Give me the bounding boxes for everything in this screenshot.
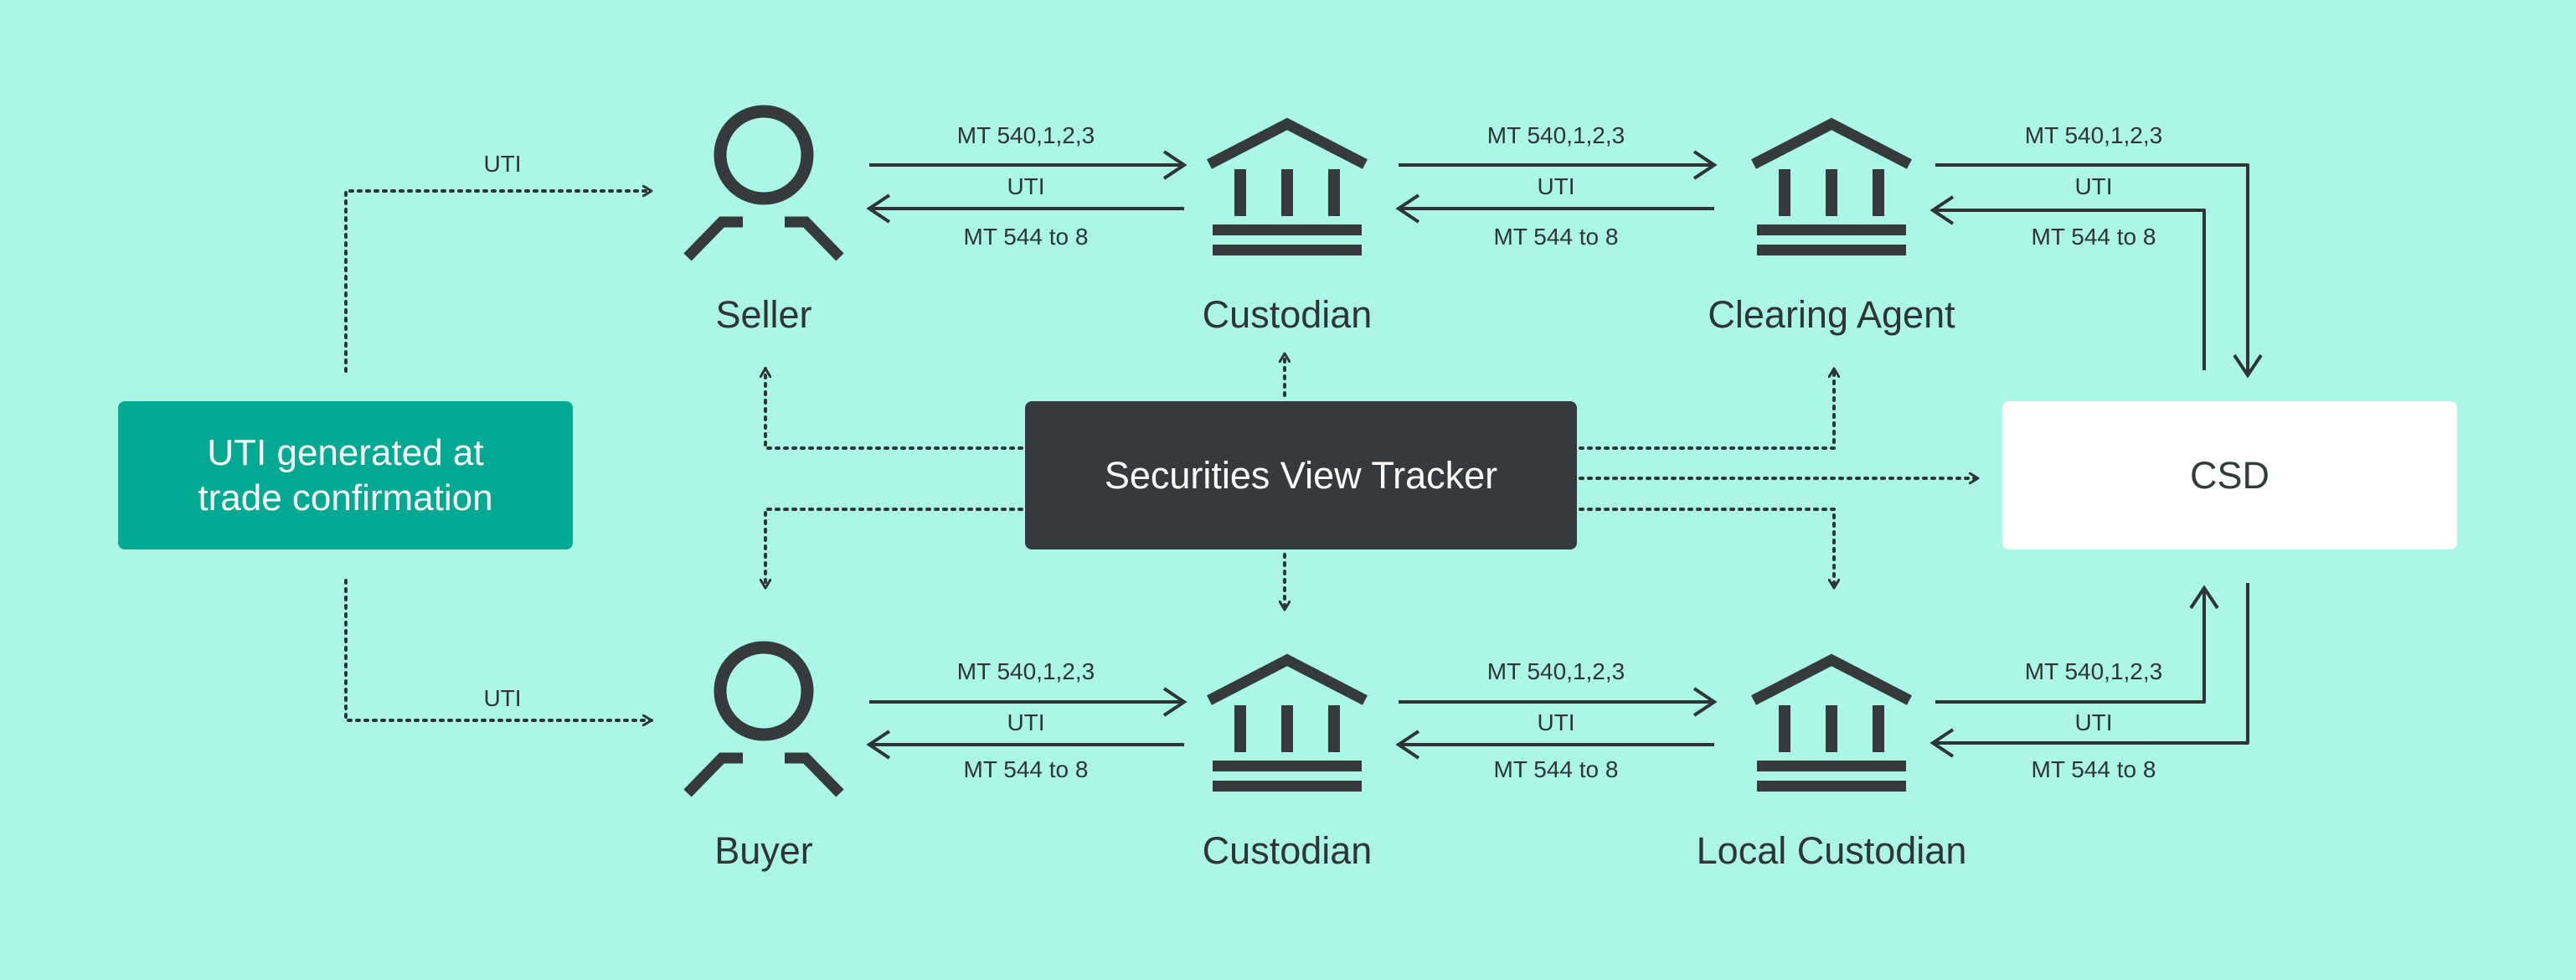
local-csd-instruction-label: MT 540,1,2,3 xyxy=(2024,658,2163,684)
uti-box-line-1: UTI generated at xyxy=(207,431,484,473)
custodian-top-label: Custodian xyxy=(1202,293,1373,336)
tracker-to-local-custodian-connector xyxy=(1579,508,1834,590)
uti-buyer-feed-label: UTI xyxy=(483,685,522,711)
local-custodian-label: Local Custodian xyxy=(1696,829,1967,872)
local-custodian-to-csd-arrow xyxy=(1935,585,2219,704)
buyer-custodian-confirmation-label: MT 544 to 8 xyxy=(963,756,1089,782)
custodian-clearing-instruction-label: MT 540,1,2,3 xyxy=(1486,122,1625,148)
uti-seller-feed-label: UTI xyxy=(483,151,522,177)
seller-custodian-confirmation-label: MT 544 to 8 xyxy=(963,224,1089,250)
clearing-csd-confirmation-label: MT 544 to 8 xyxy=(2031,224,2156,250)
local-csd-confirmation-label: MT 544 to 8 xyxy=(2031,756,2156,782)
bank-icon xyxy=(1207,653,1368,792)
seller-custodian-instruction-label: MT 540,1,2,3 xyxy=(956,122,1095,148)
custodian-bottom-label: Custodian xyxy=(1202,829,1373,872)
bank-icon xyxy=(1751,117,1912,255)
tracker-to-seller-connector xyxy=(765,367,1023,450)
tracker-to-clearing-agent-connector xyxy=(1579,367,1834,450)
buyer-label: Buyer xyxy=(714,829,813,872)
tracker-to-buyer-connector xyxy=(765,508,1023,590)
person-icon xyxy=(683,641,844,797)
custodian-local-uti-label: UTI xyxy=(1537,709,1575,735)
clearing-agent-label: Clearing Agent xyxy=(1708,293,1955,336)
custodian-clearing-uti-label: UTI xyxy=(1537,173,1575,199)
buyer-custodian-uti-label: UTI xyxy=(1007,709,1045,735)
custodian-local-confirmation-label: MT 544 to 8 xyxy=(1493,756,1619,782)
seller-label: Seller xyxy=(715,293,812,336)
csd-to-clearing-agent-arrow xyxy=(1929,195,2206,370)
csd-box: CSD xyxy=(2002,401,2457,549)
person-icon xyxy=(683,105,844,261)
custodian-local-instruction-label: MT 540,1,2,3 xyxy=(1486,658,1625,684)
csd-label: CSD xyxy=(2189,453,2269,497)
securities-view-tracker-box: Securities View Tracker xyxy=(1025,401,1577,549)
local-csd-uti-label: UTI xyxy=(2074,709,2113,735)
uti-box-line-2: trade confirmation xyxy=(198,477,493,518)
seller-custodian-uti-label: UTI xyxy=(1007,173,1045,199)
uti-generated-box: UTI generated at trade confirmation xyxy=(118,401,573,549)
tracker-label: Securities View Tracker xyxy=(1104,453,1498,497)
clearing-agent-to-csd-arrow xyxy=(1935,163,2263,379)
bank-icon xyxy=(1207,117,1368,255)
uti-to-seller-connector xyxy=(344,191,653,373)
custodian-clearing-confirmation-label: MT 544 to 8 xyxy=(1493,224,1619,250)
uti-to-buyer-connector xyxy=(344,579,653,720)
buyer-custodian-instruction-label: MT 540,1,2,3 xyxy=(956,658,1095,684)
clearing-csd-instruction-label: MT 540,1,2,3 xyxy=(2024,122,2163,148)
bank-icon xyxy=(1751,653,1912,792)
clearing-csd-uti-label: UTI xyxy=(2074,173,2113,199)
csd-to-local-custodian-arrow xyxy=(1929,583,2249,758)
